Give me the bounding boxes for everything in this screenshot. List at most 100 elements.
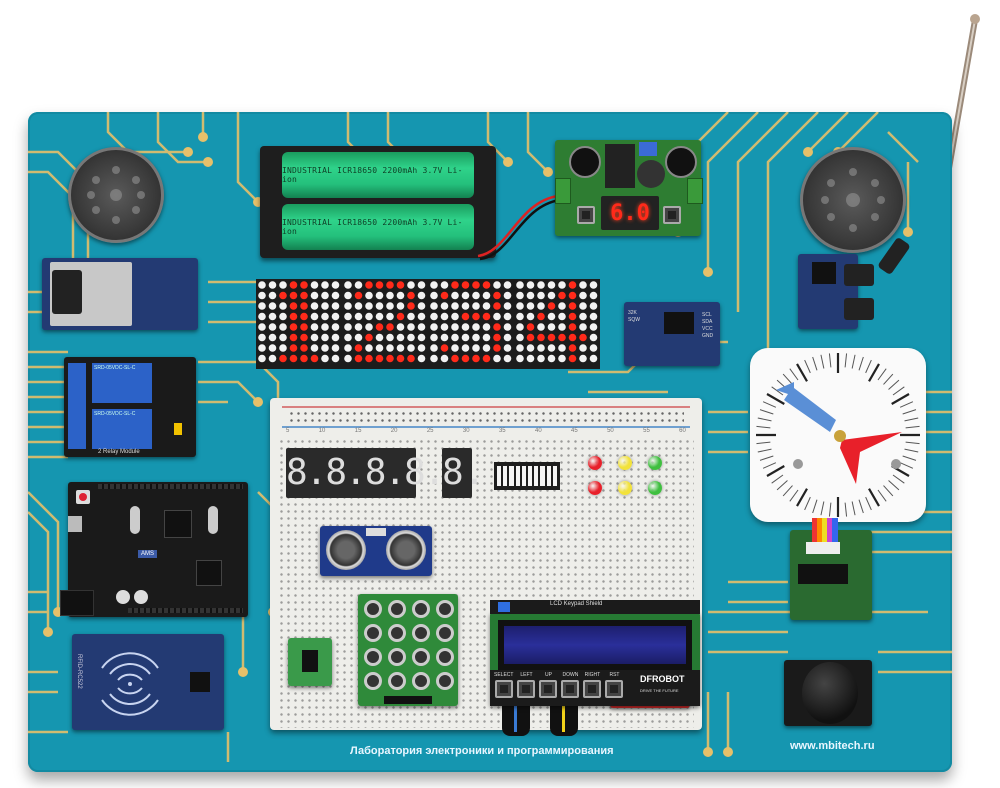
matrix-led-off [589, 302, 598, 310]
lcd-button-reset[interactable] [605, 680, 624, 698]
rtc-pin-label: GND [702, 333, 714, 339]
dial-tick [891, 393, 910, 405]
matrix-led-off [258, 312, 266, 321]
matrix-led-on [526, 323, 535, 331]
matrix-led-on [396, 281, 405, 289]
keypad-key[interactable] [412, 600, 430, 618]
keypad-key[interactable] [436, 672, 454, 690]
keypad-key[interactable] [412, 672, 430, 690]
keypad-key[interactable] [388, 672, 406, 690]
matrix-led-on [300, 281, 308, 289]
screw-icon [891, 459, 901, 469]
matrix-led-off [279, 312, 287, 321]
lcd-button-down[interactable] [561, 680, 580, 698]
keypad-key[interactable] [436, 600, 454, 618]
dial-tick [757, 417, 772, 422]
matrix-led-on [568, 333, 577, 342]
matrix-led-off [258, 354, 266, 363]
rtc-module: SCL SDA VCC GND 32K SQW [624, 302, 720, 366]
matrix-led-off [451, 312, 459, 321]
column-number: 40 [534, 428, 542, 434]
matrix-led-off [537, 291, 545, 300]
led-matrix-display [256, 279, 600, 369]
joystick-module[interactable] [784, 660, 872, 726]
dial-tick [877, 489, 887, 502]
column-number: 30 [462, 428, 470, 434]
matrix-led-off [526, 354, 535, 363]
matrix-led-off [258, 323, 266, 331]
matrix-led-on [451, 354, 459, 363]
contrast-pot[interactable] [498, 602, 510, 612]
matrix-led-off [331, 302, 340, 310]
matrix-led-off [547, 354, 556, 363]
matrix-led-on [279, 354, 287, 363]
matrix-led-on [365, 354, 373, 363]
matrix-led-on [568, 323, 577, 331]
matrix-led-off [321, 302, 329, 310]
matrix-led-off [321, 344, 329, 352]
keypad-key[interactable] [412, 648, 430, 666]
rfid-module: RFID-RC522 [72, 634, 224, 730]
lcd-screen [498, 620, 692, 670]
lcd-button-right[interactable] [583, 680, 602, 698]
converter-button-left[interactable] [577, 206, 595, 224]
matrix-led-off [268, 312, 277, 321]
matrix-led-off [461, 333, 470, 342]
bargraph-segment [534, 466, 539, 486]
relay-label: SRD-05VDC-SL-C [94, 365, 136, 371]
keypad-key[interactable] [436, 648, 454, 666]
matrix-led-on [568, 312, 577, 321]
dial-tick [759, 409, 774, 415]
converter-button-right[interactable] [663, 206, 681, 224]
bargraph-segment [552, 466, 558, 486]
bargraph-segment [528, 466, 533, 486]
led-bargraph [494, 462, 560, 490]
screw-icon [793, 459, 803, 469]
matrix-led-off [331, 323, 340, 331]
keypad-key[interactable] [412, 624, 430, 642]
keypad-key[interactable] [388, 648, 406, 666]
matrix-led-off [503, 312, 512, 321]
keypad-key[interactable] [364, 648, 382, 666]
matrix-led-off [386, 302, 394, 310]
dc-jack [60, 590, 94, 616]
matrix-led-off [258, 344, 266, 352]
keypad-key[interactable] [364, 672, 382, 690]
lcd-button-left[interactable] [517, 680, 536, 698]
keypad-key[interactable] [436, 624, 454, 642]
keypad-header-pins [384, 696, 432, 704]
column-number: 50 [607, 428, 614, 434]
lcd-button-select[interactable] [494, 680, 513, 698]
reset-button[interactable] [76, 490, 90, 504]
footer-website[interactable]: www.mbitech.ru [790, 740, 875, 752]
keypad-key[interactable] [388, 624, 406, 642]
matrix-led-off [589, 323, 598, 331]
rtc-pin-label: VCC [702, 326, 713, 332]
dial-tick [804, 359, 811, 374]
servo-dial [750, 348, 926, 522]
matrix-led-off [472, 323, 480, 331]
matrix-led-off [354, 333, 363, 342]
matrix-led-off [516, 281, 524, 289]
matrix-led-off [451, 302, 459, 310]
pointer-red [840, 432, 902, 484]
matrix-led-on [547, 333, 556, 342]
joystick-knob[interactable] [802, 662, 858, 724]
matrix-led-off [482, 302, 491, 310]
led-indicator [648, 481, 662, 495]
matrix-led-on [493, 302, 501, 310]
keypad-key[interactable] [364, 624, 382, 642]
column-number: 60 [679, 428, 686, 434]
matrix-led-off [493, 312, 501, 321]
matrix-led-off [354, 281, 363, 289]
dial-tick [877, 368, 887, 381]
pointer-blue [776, 382, 836, 432]
matrix-led-off [396, 344, 405, 352]
keypad-key[interactable] [388, 600, 406, 618]
matrix-led-on [568, 281, 577, 289]
matrix-led-off [516, 354, 524, 363]
lcd-button-up[interactable] [539, 680, 558, 698]
keypad-key[interactable] [364, 600, 382, 618]
matrix-led-off [440, 333, 449, 342]
matrix-led-off [589, 344, 598, 352]
